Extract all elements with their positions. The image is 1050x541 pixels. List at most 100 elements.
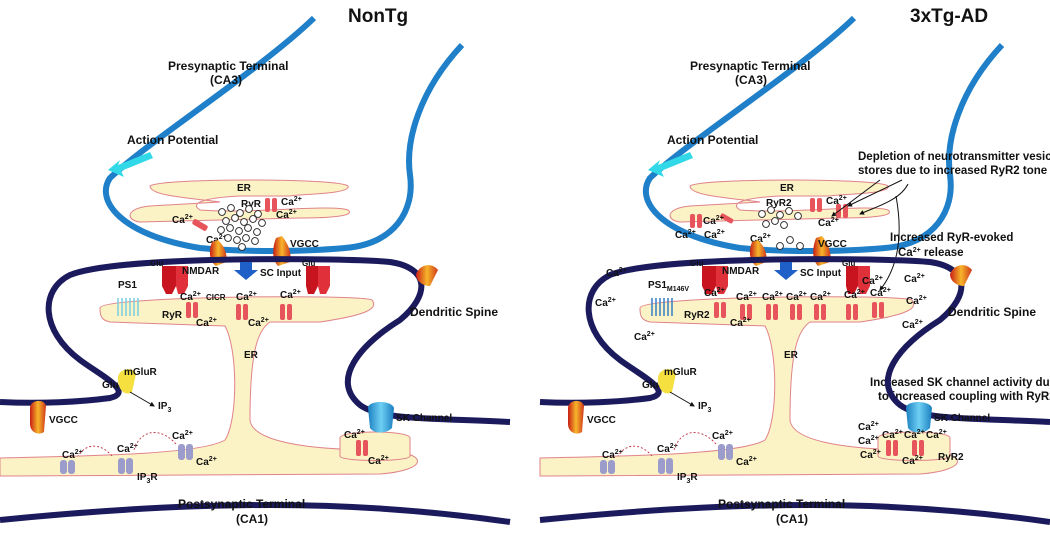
ca-ion: Ca2+	[236, 291, 257, 303]
ca-ion: Ca2+	[248, 317, 269, 329]
cicr-label: CICR	[206, 293, 226, 302]
ca-ion: Ca2+	[826, 195, 847, 207]
synaptic-vesicles	[758, 206, 804, 250]
ps1-protein	[117, 298, 139, 316]
ca-ion: Ca2+	[818, 217, 839, 229]
ca-ion: Ca2+	[736, 456, 757, 468]
ca-ion: Ca2+	[902, 455, 923, 467]
postsynaptic-membrane	[539, 256, 1050, 425]
ip3r-receptor	[60, 444, 193, 474]
nmdar-receptor	[162, 266, 188, 294]
nmdar-receptor	[846, 266, 870, 294]
ca-ion: Ca2+	[595, 297, 616, 309]
ca-ion: Ca2+	[904, 429, 925, 441]
nmdar-receptor	[702, 266, 728, 294]
ca-ion: Ca2+	[712, 430, 733, 442]
vgcc-label: VGCC	[818, 239, 847, 250]
postsynaptic-ryr-label: RyR	[162, 310, 183, 321]
ca-ion: Ca2+	[862, 275, 883, 287]
ca-ion: Ca2+	[860, 449, 881, 461]
glu-label: Glu	[150, 259, 163, 268]
annotation-ryr-evoked-line2: Ca2+ release	[898, 247, 964, 259]
presynaptic-er-label: ER	[237, 183, 252, 194]
ca-ion: Ca2+	[180, 291, 201, 303]
action-potential-label: Action Potential	[127, 133, 218, 147]
vgcc-channel	[30, 400, 46, 434]
sk-ryr	[886, 440, 924, 456]
ca-ion: Ca2+	[117, 443, 138, 455]
ca-ion: Ca2+	[634, 331, 655, 343]
ip3-arrow	[669, 391, 695, 407]
dendritic-spine-label: Dendritic Spine	[410, 305, 498, 319]
sk-channel-label: SK Channel	[934, 413, 990, 424]
presynaptic-label: Presynaptic Terminal	[690, 59, 811, 73]
mglur-label: mGluR	[124, 367, 158, 378]
mglur-receptor	[658, 369, 676, 394]
sc-input-arrow	[234, 262, 258, 280]
ca-ion: Ca2+	[196, 317, 217, 329]
presynaptic-ryr-label: RyR	[241, 199, 262, 210]
presynaptic-er-label: ER	[780, 183, 795, 194]
postsynaptic-bottom-membrane	[0, 501, 511, 525]
nmdar-label: NMDAR	[182, 266, 220, 277]
ca-ion: Ca2+	[730, 317, 751, 329]
ip3-label: IP3	[698, 401, 711, 414]
ca-ion: Ca2+	[844, 289, 865, 301]
ca-ion: Ca2+	[750, 233, 771, 245]
postsynaptic-ryr	[714, 302, 884, 320]
ca-ion: Ca2+	[870, 287, 891, 299]
panel-title: 3xTg-AD	[910, 6, 988, 27]
ps1-label: PS1	[118, 280, 137, 291]
ca-ion: Ca2+	[786, 291, 807, 303]
ca-ion: Ca2+	[704, 229, 725, 241]
mglur-label: mGluR	[664, 367, 698, 378]
annotation-depletion-line1: Depletion of neurotransmitter vesicle	[858, 151, 1050, 163]
ca-flow	[617, 445, 653, 457]
ca-ion: Ca2+	[858, 421, 879, 433]
sk-ryr-label: RyR2	[938, 452, 964, 463]
sk-channel	[368, 402, 394, 433]
panel-title: NonTg	[348, 6, 408, 27]
presynaptic-ryr	[265, 198, 277, 212]
action-potential-arrow	[108, 152, 153, 177]
ip3-label: IP3	[158, 401, 171, 414]
annotation-depletion-line2: stores due to increased RyR2 tone	[858, 165, 1047, 177]
ca-ion: Ca2+	[281, 196, 302, 208]
sc-input-arrow	[774, 262, 798, 280]
presynaptic-ryr-label: RyR2	[766, 198, 792, 209]
postsynaptic-er-label: ER	[244, 350, 259, 361]
sc-input-label: SC Input	[260, 268, 302, 279]
ip3r-label: IP3R	[137, 472, 158, 485]
postsynaptic-er-label: ER	[784, 350, 799, 361]
ca-ion: Ca2+	[657, 443, 678, 455]
annotation-arrow	[831, 179, 881, 217]
ca-flow	[133, 432, 177, 451]
annotation-arrow	[879, 195, 900, 291]
ca-ion: Ca2+	[675, 229, 696, 241]
sk-channel	[906, 402, 932, 433]
glu-label: Glu	[842, 259, 855, 268]
ca-ion: Ca2+	[280, 289, 301, 301]
ca-ion: Ca2+	[736, 291, 757, 303]
postsynaptic-ryr-label: RyR2	[684, 310, 710, 321]
ca-ion: Ca2+	[172, 430, 193, 442]
ps1-label: PS1M146V	[648, 280, 689, 293]
ca-ion: Ca2+	[703, 215, 724, 227]
presynaptic-region: (CA3)	[210, 73, 242, 87]
ip3-arrow	[129, 391, 155, 407]
glu-label: Glu	[302, 259, 315, 268]
vgcc-channel	[568, 400, 584, 434]
panel-nontg: NonTg Presynaptic Terminal (CA3) Action …	[0, 6, 511, 526]
ip3r-label: IP3R	[677, 472, 698, 485]
postsynaptic-ryr	[186, 302, 292, 320]
vgcc-channel	[950, 265, 972, 286]
presynaptic-label: Presynaptic Terminal	[168, 59, 289, 73]
sc-input-label: SC Input	[800, 268, 842, 279]
ps1-protein	[651, 298, 673, 316]
action-potential-arrow	[648, 152, 693, 177]
ca-ion: Ca2+	[882, 429, 903, 441]
ca-ion: Ca2+	[704, 287, 725, 299]
mglur-receptor	[118, 369, 136, 394]
ca-ion: Ca2+	[906, 295, 927, 307]
